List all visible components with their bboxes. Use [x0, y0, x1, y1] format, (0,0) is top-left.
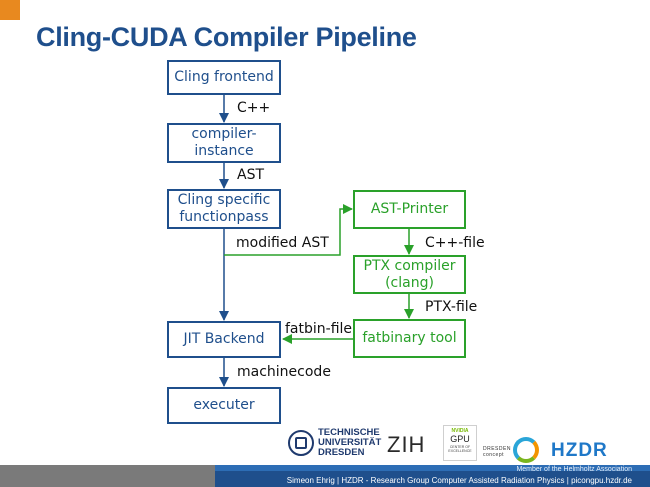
- gpu-text: GPU: [450, 434, 470, 444]
- nvidia-text: NVIDIA: [451, 428, 469, 434]
- gpu-sub-text: CENTER OF EXCELLENCE: [448, 445, 472, 453]
- node-cling-functionpass-label: Cling specific functionpass: [177, 192, 271, 225]
- slide-title: Cling-CUDA Compiler Pipeline: [36, 22, 417, 52]
- corner-accent: [0, 0, 20, 20]
- node-ptx-compiler-label: PTX compiler (clang): [363, 257, 456, 291]
- node-compiler-instance-label: compiler- instance: [191, 126, 257, 159]
- hzdr-text: HZDR: [551, 440, 608, 461]
- tu-dresden-seal-icon: [288, 430, 314, 456]
- zih-text: ZIH: [387, 432, 426, 457]
- node-executer-label: executer: [193, 397, 255, 413]
- node-fatbinary-tool: fatbinary tool: [353, 319, 466, 358]
- node-cling-functionpass: Cling specific functionpass: [167, 189, 281, 229]
- footer-credit-text: Simeon Ehrig | HZDR - Research Group Com…: [286, 476, 632, 485]
- node-fatbinary-tool-label: fatbinary tool: [362, 330, 457, 346]
- node-ptx-compiler: PTX compiler (clang): [353, 255, 466, 294]
- node-jit-backend: JIT Backend: [167, 321, 281, 358]
- node-ast-printer-label: AST-Printer: [370, 201, 449, 217]
- hzdr-logo: HZDR: [551, 440, 608, 462]
- node-executer: executer: [167, 387, 281, 424]
- dresden-concept-text: DRESDEN concept: [483, 446, 511, 458]
- zih-logo: ZIH: [387, 432, 425, 458]
- node-jit-backend-label: JIT Backend: [183, 331, 265, 347]
- footer-grey-block: [0, 465, 215, 487]
- node-compiler-instance: compiler- instance: [167, 123, 281, 163]
- edge-label-ptx-file: PTX-file: [425, 299, 478, 315]
- tu-dresden-logo: TECHNISCHE UNIVERSITÄT DRESDEN: [288, 428, 381, 458]
- footer-bar-top: [0, 465, 650, 471]
- edge-label-fatbin-file: fatbin-file: [285, 321, 353, 337]
- edge-label-cpp: C++: [237, 100, 271, 116]
- arrow-branch-to-ast-printer: [224, 204, 353, 256]
- node-ast-printer: AST-Printer: [353, 190, 466, 229]
- dresden-concept-logo: DRESDEN concept: [483, 446, 511, 458]
- edge-label-machinecode: machinecode: [237, 364, 331, 380]
- node-cling-frontend: Cling frontend: [167, 60, 281, 95]
- footer-member-text: Member of the Helmholtz Association: [516, 466, 632, 473]
- gpu-center-logo: NVIDIA GPU CENTER OF EXCELLENCE: [443, 425, 477, 461]
- edge-label-cpp-file: C++-file: [425, 235, 485, 251]
- tu-dresden-text: TECHNISCHE UNIVERSITÄT DRESDEN: [318, 427, 382, 458]
- edge-label-modified-ast: modified AST: [236, 235, 329, 251]
- dresden-concept-ring-icon: [513, 437, 539, 463]
- node-cling-frontend-label: Cling frontend: [174, 69, 274, 85]
- edge-label-ast: AST: [237, 167, 265, 183]
